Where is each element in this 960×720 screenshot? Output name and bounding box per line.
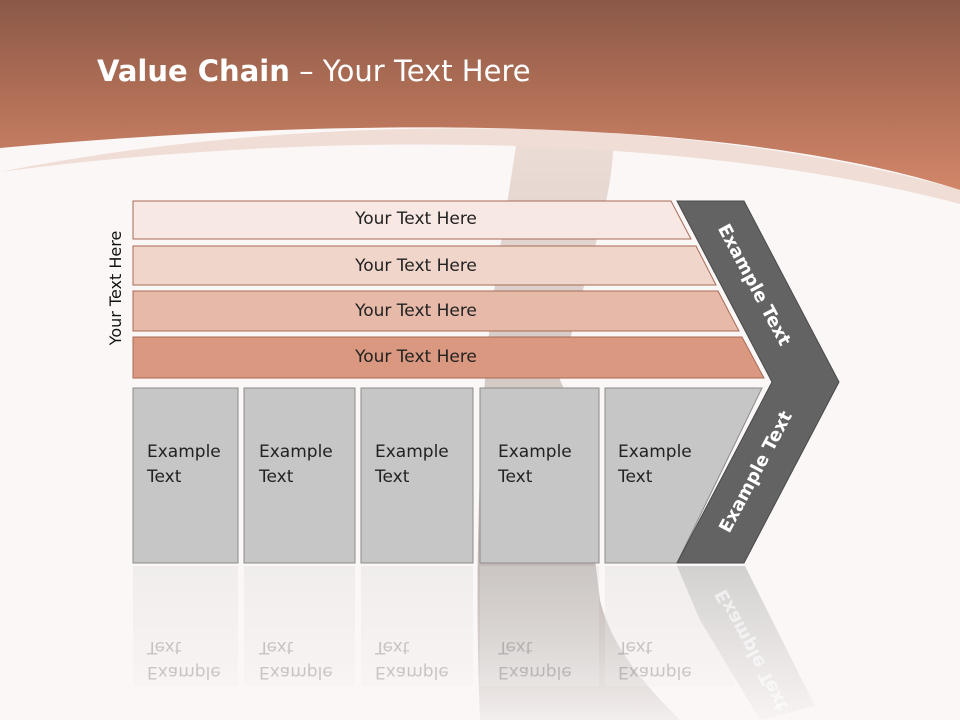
support-row-4 [132, 336, 765, 379]
support-row-label-3: Your Text Here [355, 301, 477, 321]
support-row-2 [132, 245, 717, 286]
support-row-label-1: Your Text Here [355, 209, 477, 229]
support-row-1 [132, 200, 692, 240]
header-band [0, 0, 960, 190]
header-swoosh [0, 128, 960, 204]
page-title: Value Chain – Your Text Here [97, 54, 531, 88]
activity-cell-4 [479, 387, 600, 564]
support-row-label-4: Your Text Here [355, 347, 477, 367]
support-row-3 [132, 290, 740, 332]
activity-cell-2 [243, 387, 356, 564]
reflection-fade [120, 566, 840, 720]
margin-chevron [676, 200, 840, 564]
activity-cell-3 [360, 387, 474, 564]
support-row-label-2: Your Text Here [355, 256, 477, 276]
activity-cell-1 [132, 387, 239, 564]
